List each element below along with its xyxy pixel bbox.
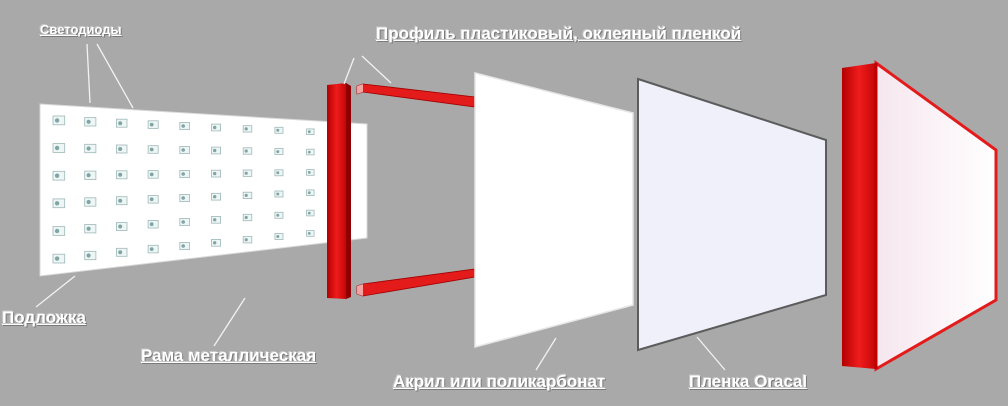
led bbox=[52, 143, 66, 153]
substrate-board bbox=[39, 103, 368, 277]
metal-frame bbox=[327, 83, 351, 299]
led bbox=[116, 222, 128, 231]
led bbox=[116, 196, 128, 206]
led bbox=[211, 146, 222, 155]
led bbox=[179, 193, 190, 202]
led bbox=[179, 217, 190, 226]
led bbox=[179, 241, 190, 250]
led bbox=[179, 145, 190, 154]
led bbox=[306, 128, 315, 135]
led bbox=[84, 143, 97, 154]
led bbox=[84, 224, 97, 234]
led bbox=[274, 148, 284, 155]
led bbox=[306, 209, 315, 217]
led bbox=[274, 190, 284, 198]
led bbox=[179, 169, 190, 178]
led bbox=[52, 115, 66, 126]
led bbox=[242, 213, 253, 222]
plastic-profile-strips bbox=[356, 83, 476, 297]
led bbox=[147, 145, 159, 154]
led bbox=[52, 253, 66, 264]
led bbox=[306, 169, 315, 176]
led bbox=[211, 192, 222, 201]
led bbox=[116, 170, 128, 180]
led bbox=[274, 126, 284, 134]
assembled-lightbox bbox=[842, 60, 998, 372]
led bbox=[274, 169, 284, 177]
led bbox=[52, 198, 66, 209]
led bbox=[147, 170, 159, 179]
led bbox=[211, 123, 222, 132]
led bbox=[147, 244, 159, 254]
led-grid bbox=[52, 115, 346, 264]
label-oracal-film: Пленка Oracal bbox=[689, 372, 808, 391]
led bbox=[84, 117, 97, 127]
led bbox=[116, 144, 128, 154]
led bbox=[116, 118, 128, 128]
led bbox=[242, 236, 253, 244]
label-acrylic: Акрил или поликарбонат bbox=[393, 372, 606, 391]
led bbox=[84, 197, 97, 207]
led bbox=[242, 191, 253, 199]
acrylic-sheet bbox=[474, 72, 634, 348]
led bbox=[242, 125, 253, 133]
led bbox=[84, 250, 97, 261]
led bbox=[242, 169, 253, 177]
led bbox=[211, 215, 222, 224]
led bbox=[147, 120, 159, 129]
led bbox=[147, 195, 159, 204]
led bbox=[274, 211, 284, 219]
led bbox=[179, 122, 190, 131]
led bbox=[242, 147, 253, 155]
label-metal-frame: Рама металлическая bbox=[141, 346, 317, 365]
led bbox=[306, 189, 315, 196]
led bbox=[84, 170, 97, 180]
label-substrate: Подложка bbox=[2, 308, 86, 327]
led bbox=[306, 230, 315, 237]
label-plastic-profile: Профиль пластиковый, оклеяный пленкой bbox=[376, 24, 742, 43]
led bbox=[306, 148, 315, 156]
led bbox=[52, 226, 66, 236]
oracal-film bbox=[637, 77, 827, 352]
led bbox=[147, 219, 159, 229]
led bbox=[116, 247, 128, 257]
led bbox=[274, 233, 284, 240]
led bbox=[211, 169, 222, 178]
led bbox=[211, 238, 222, 247]
leader-lines bbox=[35, 43, 726, 371]
label-leds: Светодиоды bbox=[40, 22, 122, 37]
led bbox=[52, 170, 66, 181]
